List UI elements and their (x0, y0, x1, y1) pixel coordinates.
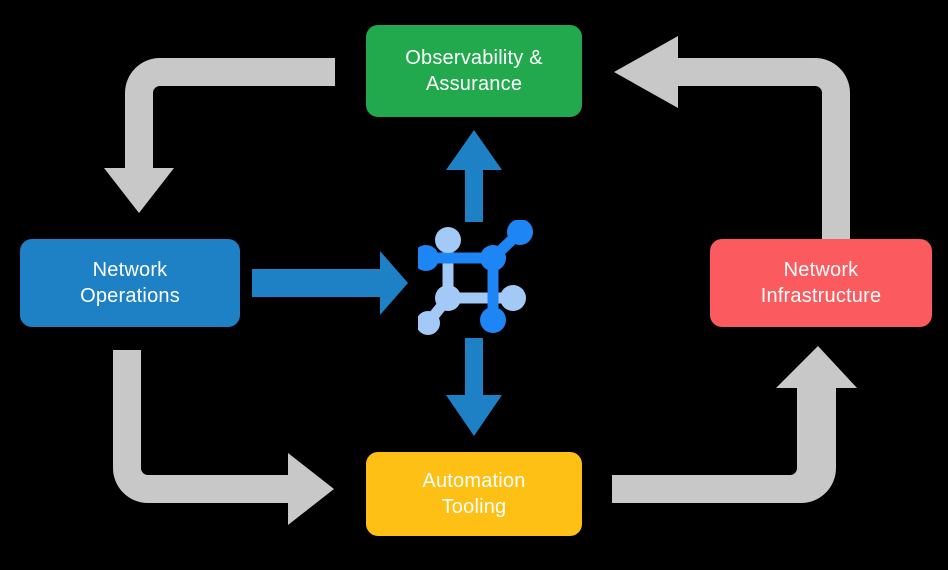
node-box-network-operations[interactable]: Network Operations (20, 239, 240, 327)
network-icon-nodes-light (418, 227, 526, 335)
node-label-network-operations: Network Operations (80, 258, 180, 307)
arrow-elbow-gray-bottom-left (113, 350, 334, 525)
network-topology-icon (418, 220, 533, 335)
arrow-right-blue (252, 251, 408, 315)
node-label-automation-tooling: Automation Tooling (422, 469, 526, 518)
arrow-down-blue (446, 338, 502, 436)
arrow-elbow-gray-bottom-right (612, 346, 857, 503)
node-label-network-infrastructure: Network Infrastructure (760, 258, 882, 307)
arrow-elbow-gray-top-left (104, 58, 335, 213)
node-box-automation-tooling[interactable]: Automation Tooling (366, 452, 582, 536)
node-label-observability: Observability & Assurance (405, 46, 543, 95)
node-box-network-infrastructure[interactable]: Network Infrastructure (710, 239, 932, 327)
arrow-elbow-gray-top-right (614, 36, 850, 240)
arrow-up-blue (446, 130, 502, 222)
network-icon-nodes-dark (418, 220, 533, 333)
node-box-observability[interactable]: Observability & Assurance (366, 25, 582, 117)
